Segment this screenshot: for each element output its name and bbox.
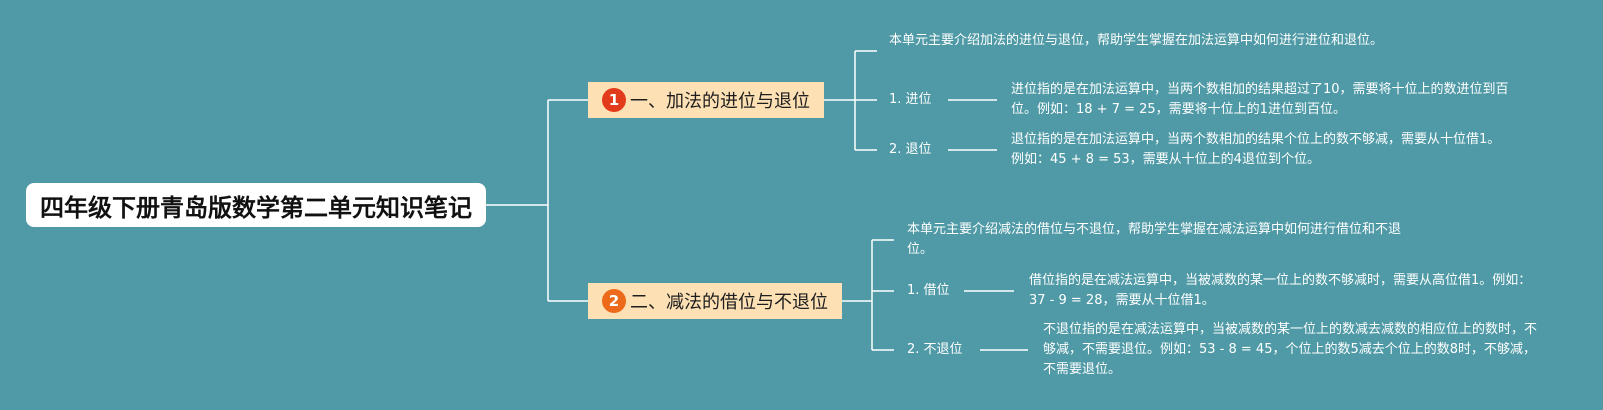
- addition-carry-desc: 进位指的是在加法运算中，当两个数相加的结果超过了10，需要将十位上的数进位到百位…: [1011, 82, 1509, 117]
- branch-subtraction-title: 二、减法的借位与不退位: [630, 292, 828, 313]
- badge-2-icon: 2: [602, 289, 626, 313]
- branch-subtraction-intro: 本单元主要介绍减法的借位与不退位，帮助学生掌握在减法运算中如何进行借位和不退位。: [907, 222, 1402, 257]
- addition-borrow-desc: 退位指的是在加法运算中，当两个数相加的结果个位上的数不够减，需要从十位借1。例如…: [1011, 132, 1501, 167]
- subtraction-borrow-label: 1. 借位: [907, 283, 950, 298]
- subtraction-borrow-desc: 借位指的是在减法运算中，当被减数的某一位上的数不够减时，需要从高位借1。例如：3…: [1029, 273, 1532, 308]
- branch-addition: 1 一、加法的进位与退位: [588, 82, 824, 118]
- branch-subtraction: 2 二、减法的借位与不退位: [588, 283, 842, 319]
- root-title: 四年级下册青岛版数学第二单元知识笔记: [40, 193, 472, 222]
- subtraction-noborrow-desc: 不退位指的是在减法运算中，当被减数的某一位上的数减去减数的相应位上的数时，不够减…: [1043, 322, 1538, 377]
- root-topic: 四年级下册青岛版数学第二单元知识笔记: [26, 183, 486, 227]
- branch-addition-title: 一、加法的进位与退位: [630, 91, 810, 112]
- addition-borrow-label: 2. 退位: [889, 142, 932, 157]
- badge-1-icon: 1: [602, 88, 626, 112]
- addition-carry-label: 1. 进位: [889, 92, 932, 107]
- branch-addition-intro: 本单元主要介绍加法的进位与退位，帮助学生掌握在加法运算中如何进行进位和退位。: [889, 33, 1384, 48]
- subtraction-noborrow-label: 2. 不退位: [907, 342, 963, 357]
